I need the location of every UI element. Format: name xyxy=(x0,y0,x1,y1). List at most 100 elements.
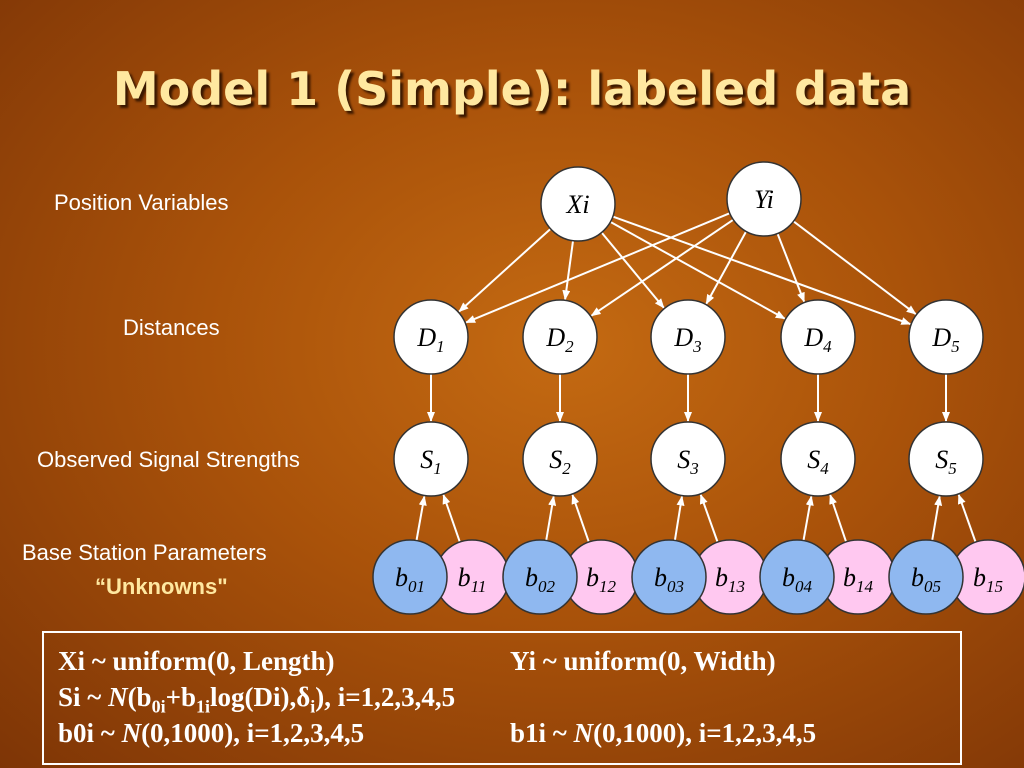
node-main-d5: D xyxy=(931,323,951,352)
edge-xi-to-d1 xyxy=(458,228,552,313)
formula-b1i-normal: N xyxy=(573,718,594,748)
formula-line-1: Xi ~ uniform(0, Length) Yi ~ uniform(0, … xyxy=(58,643,960,679)
edge-xi-to-d3 xyxy=(600,231,665,309)
node-sub-b05: 05 xyxy=(924,577,941,596)
node-main-s4: S xyxy=(807,445,820,474)
formula-b0i: b0i ~ N(0,1000), i=1,2,3,4,5 xyxy=(58,715,364,751)
edge-b02-to-s2 xyxy=(545,495,557,541)
node-label-b13: b13 xyxy=(715,563,745,596)
node-sub-b04: 04 xyxy=(795,577,813,596)
node-sub-s2: 2 xyxy=(562,459,571,478)
formula-line-3: b0i ~ N(0,1000), i=1,2,3,4,5 b1i ~ N(0,1… xyxy=(58,715,960,751)
node-circle-s5 xyxy=(908,421,984,497)
formula-si-post: ), i=1,2,3,4,5 xyxy=(315,682,456,712)
node-circle-s2 xyxy=(522,421,598,497)
node-circle-b04 xyxy=(759,539,835,615)
slide-title: Model 1 (Simple): labeled data xyxy=(112,62,912,116)
formula-si-pre: Si ~ xyxy=(58,682,109,712)
node-b04: b04 xyxy=(759,539,835,615)
label-position-variables: Position Variables xyxy=(54,190,229,215)
node-sub-d2: 2 xyxy=(565,337,574,356)
node-sub-d4: 4 xyxy=(823,337,832,356)
node-main-d2: D xyxy=(545,323,565,352)
node-label-d1: D1 xyxy=(416,323,444,356)
formula-si-plus: +b xyxy=(165,682,196,712)
edge-b14-to-s4 xyxy=(829,494,848,543)
formula-si-open: (b xyxy=(127,682,152,712)
node-b14: b14 xyxy=(820,539,896,615)
node-b03: b03 xyxy=(631,539,707,615)
formula-si-delta: δ xyxy=(296,682,311,712)
node-main-s3: S xyxy=(677,445,690,474)
edge-xi-to-d5 xyxy=(612,215,912,326)
edge-yi-to-d5 xyxy=(792,220,917,315)
node-main-b14: b xyxy=(843,563,856,592)
node-sub-s3: 3 xyxy=(689,459,699,478)
node-main-d3: D xyxy=(673,323,693,352)
node-sub-s4: 4 xyxy=(820,459,829,478)
node-main-b01: b xyxy=(395,563,408,592)
formula-b1i-post: (0,1000), i=1,2,3,4,5 xyxy=(593,718,817,748)
node-xi: Xi xyxy=(540,166,616,242)
node-circle-b05 xyxy=(888,539,964,615)
edge-xi-to-d4 xyxy=(609,221,786,320)
formula-si: Si ~ N(b0i+b1ilog(Di),δi), i=1,2,3,4,5 xyxy=(58,679,455,724)
formula-b0i-pre: b0i ~ xyxy=(58,718,122,748)
node-b02: b02 xyxy=(502,539,578,615)
formula-si-sub-delta: i xyxy=(310,696,316,717)
formula-b1i: b1i ~ N(0,1000), i=1,2,3,4,5 xyxy=(510,715,816,751)
edge-b03-to-s3 xyxy=(673,495,685,541)
node-label-s5: S5 xyxy=(935,445,957,478)
node-label-b11: b11 xyxy=(458,563,487,596)
node-main-b03: b xyxy=(654,563,667,592)
edge-xi-to-d2 xyxy=(562,240,575,301)
node-label-s1: S1 xyxy=(420,445,442,478)
node-d2: D2 xyxy=(522,299,598,375)
label-distances: Distances xyxy=(123,315,220,340)
node-s1: S1 xyxy=(393,421,469,497)
node-sub-b01: 01 xyxy=(408,577,425,596)
node-main-d1: D xyxy=(416,323,436,352)
node-s2: S2 xyxy=(522,421,598,497)
node-label-s3: S3 xyxy=(677,445,699,478)
formula-b0i-normal: N xyxy=(121,718,142,748)
node-main-b12: b xyxy=(586,563,599,592)
node-main-b11: b xyxy=(458,563,471,592)
node-circle-d5 xyxy=(908,299,984,375)
edge-b05-to-s5 xyxy=(931,495,943,541)
edge-b11-to-s1 xyxy=(442,493,461,543)
node-sub-d3: 3 xyxy=(692,337,702,356)
node-circle-d4 xyxy=(780,299,856,375)
formula-xi: Xi ~ uniform(0, Length) xyxy=(58,646,335,676)
node-label-b05: b05 xyxy=(911,563,941,596)
node-circle-b01 xyxy=(372,539,448,615)
edge-yi-to-d4 xyxy=(776,233,806,303)
node-d3: D3 xyxy=(650,299,726,375)
node-d1: D1 xyxy=(393,299,469,375)
node-sub-b02: 02 xyxy=(538,577,556,596)
node-sub-b13: 13 xyxy=(728,577,745,596)
node-d4: D4 xyxy=(780,299,856,375)
node-yi: Yi xyxy=(726,161,802,237)
edge-yi-to-d1 xyxy=(465,212,731,324)
node-circle-s4 xyxy=(780,421,856,497)
formula-b1i-pre: b1i ~ xyxy=(510,718,574,748)
node-b05: b05 xyxy=(888,539,964,615)
node-b01: b01 xyxy=(372,539,448,615)
node-label-xi: Xi xyxy=(565,190,589,219)
node-label-b12: b12 xyxy=(586,563,617,596)
node-main-s2: S xyxy=(549,445,562,474)
node-main-s5: S xyxy=(935,445,948,474)
node-main-b13: b xyxy=(715,563,728,592)
node-main-b15: b xyxy=(973,563,986,592)
formula-si-log: log(Di), xyxy=(210,682,297,712)
node-b13: b13 xyxy=(692,539,768,615)
label-base-station-parameters: Base Station Parameters xyxy=(22,540,267,565)
formula-yi: Yi ~ uniform(0, Width) xyxy=(510,646,776,676)
formula-box: Xi ~ uniform(0, Length) Yi ~ uniform(0, … xyxy=(42,631,962,765)
node-sub-b15: 15 xyxy=(986,577,1003,596)
node-circle-b02 xyxy=(502,539,578,615)
node-label-b01: b01 xyxy=(395,563,425,596)
